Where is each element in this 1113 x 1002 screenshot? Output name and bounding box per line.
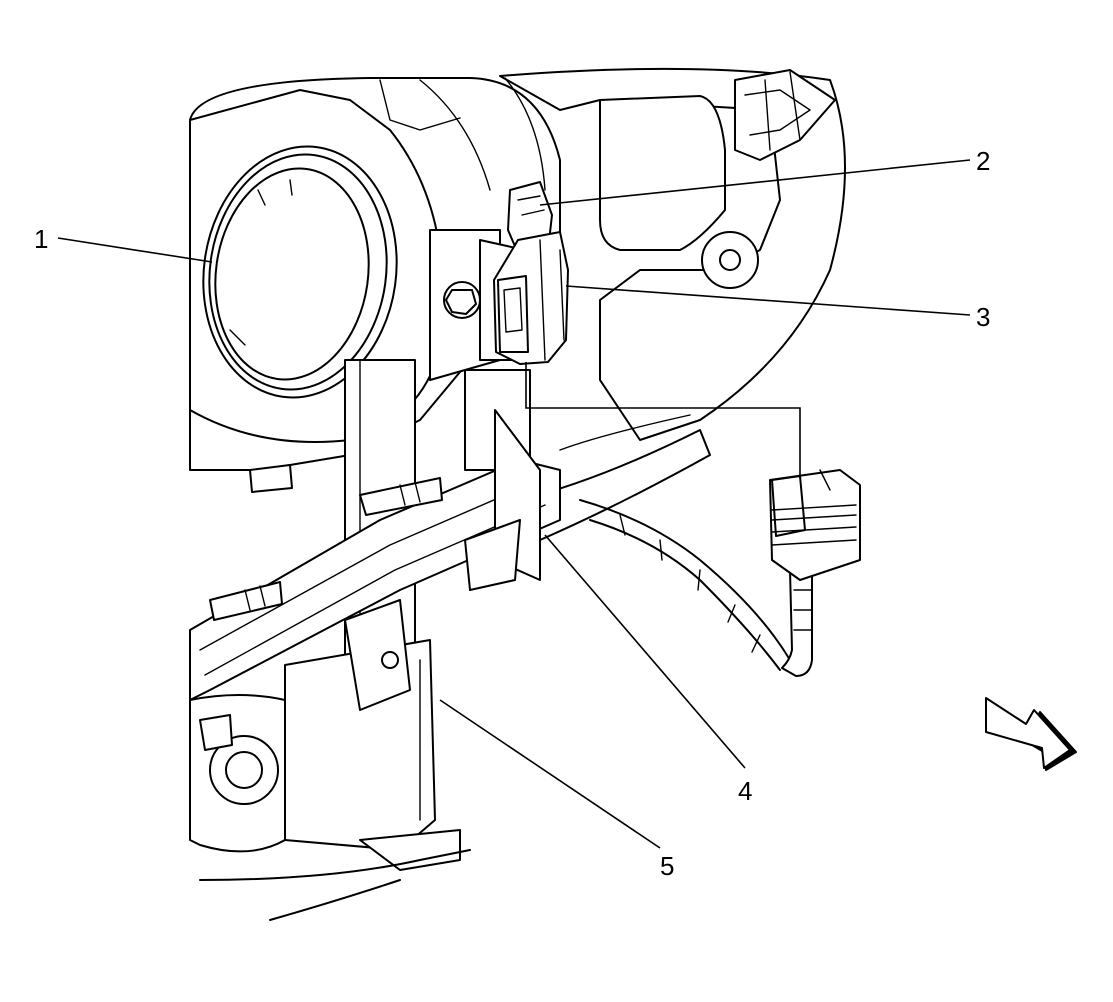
lower-mount-block — [189, 639, 471, 921]
leader-line-3 — [565, 285, 971, 316]
callout-1: 1 — [34, 224, 48, 254]
leader-line-4 — [544, 534, 746, 769]
leader-line-2 — [539, 159, 971, 206]
sensor-connector — [493, 181, 569, 365]
forward-arrow-icon — [985, 697, 1077, 771]
wiring-harness — [519, 414, 861, 677]
leader-line-1 — [57, 237, 213, 263]
cross-harness-sleeve — [189, 409, 561, 711]
connector-bracket-line — [525, 362, 801, 478]
leader-line-5 — [439, 699, 661, 849]
callout-labels: 1 2 3 4 5 — [34, 146, 990, 881]
callout-3: 3 — [976, 302, 990, 332]
leader-lines — [57, 159, 971, 849]
callout-4: 4 — [738, 776, 752, 806]
callout-2: 2 — [976, 146, 990, 176]
callout-5: 5 — [660, 851, 674, 881]
round-lens-ring — [202, 145, 398, 399]
